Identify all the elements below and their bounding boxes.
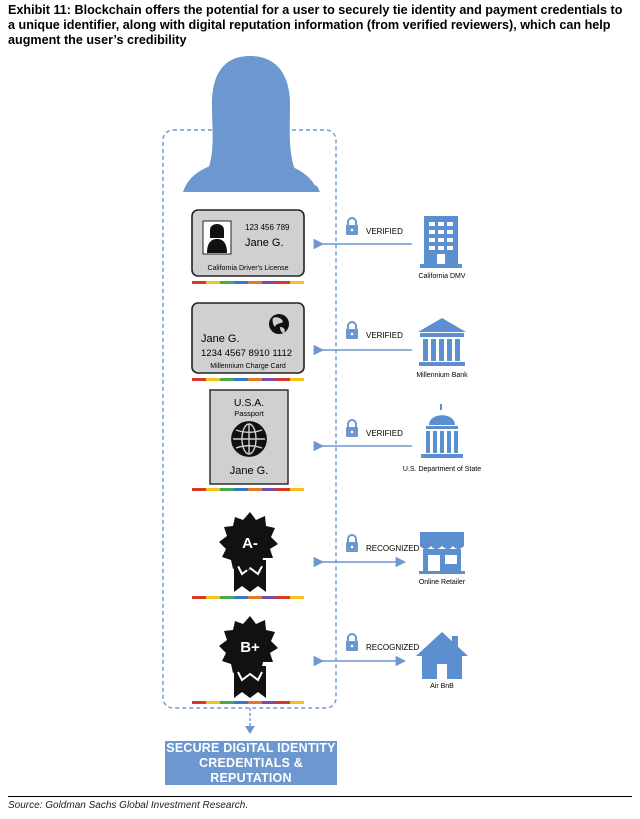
entity-label: U.S. Department of State: [403, 466, 481, 473]
badge-b-grade: B+: [240, 639, 260, 656]
building-icon: [420, 216, 462, 268]
lock-icon: [345, 534, 359, 553]
license-label: California Driver's License: [207, 265, 288, 272]
globe-icon: [269, 314, 289, 334]
lock-icon: [345, 633, 359, 652]
badge-a-grade: A-: [242, 535, 258, 552]
result-line-2: CREDENTIALS & REPUTATION: [199, 755, 303, 785]
storefront-icon: [419, 532, 465, 574]
passport-name: Jane G.: [230, 465, 269, 477]
passport-country: U.S.A.: [234, 397, 264, 409]
footer-divider: [8, 796, 632, 797]
capitol-icon: [421, 404, 463, 458]
globe-grid-icon: [231, 421, 267, 457]
passport-type: Passport: [234, 409, 265, 418]
entity-label: California DMV: [418, 273, 465, 280]
entity-label: Online Retailer: [419, 579, 466, 586]
status-label: VERIFIED: [366, 227, 403, 236]
exhibit-title: Exhibit 11: Blockchain offers the potent…: [8, 3, 623, 47]
status-label: VERIFIED: [366, 331, 403, 340]
entity-label: Millennium Bank: [416, 372, 468, 379]
badge-b-plus-icon: B+: [192, 616, 304, 704]
lock-icon: [345, 419, 359, 438]
entity-label: Air BnB: [430, 683, 454, 690]
user-avatar-icon: [183, 56, 320, 192]
lock-icon: [345, 217, 359, 236]
house-icon: [416, 632, 468, 679]
charge-number: 1234 4567 8910 1112: [201, 348, 292, 359]
charge-label: Millennium Charge Card: [210, 363, 286, 370]
charge-name: Jane G.: [201, 333, 240, 345]
lock-icon: [345, 321, 359, 340]
source-note: Source: Goldman Sachs Global Investment …: [8, 800, 249, 811]
result-line-1: SECURE DIGITAL IDENTITY: [166, 740, 336, 755]
license-number: 123 456 789: [245, 223, 290, 232]
status-label: RECOGNIZED: [366, 643, 420, 652]
passport-card: U.S.A. Passport Jane G.: [192, 389, 304, 491]
drivers-license-card: 123 456 789 Jane G. California Driver's …: [191, 209, 305, 284]
license-name: Jane G.: [245, 237, 284, 249]
status-label: RECOGNIZED: [366, 544, 420, 553]
status-label: VERIFIED: [366, 429, 403, 438]
charge-card: Jane G. 1234 4567 8910 1112 Millennium C…: [191, 302, 305, 381]
person-photo-icon: [207, 224, 227, 253]
badge-a-minus-icon: A-: [192, 512, 304, 599]
result-box: SECURE DIGITAL IDENTITY CREDENTIALS & RE…: [165, 741, 337, 785]
bank-icon: [418, 318, 466, 366]
